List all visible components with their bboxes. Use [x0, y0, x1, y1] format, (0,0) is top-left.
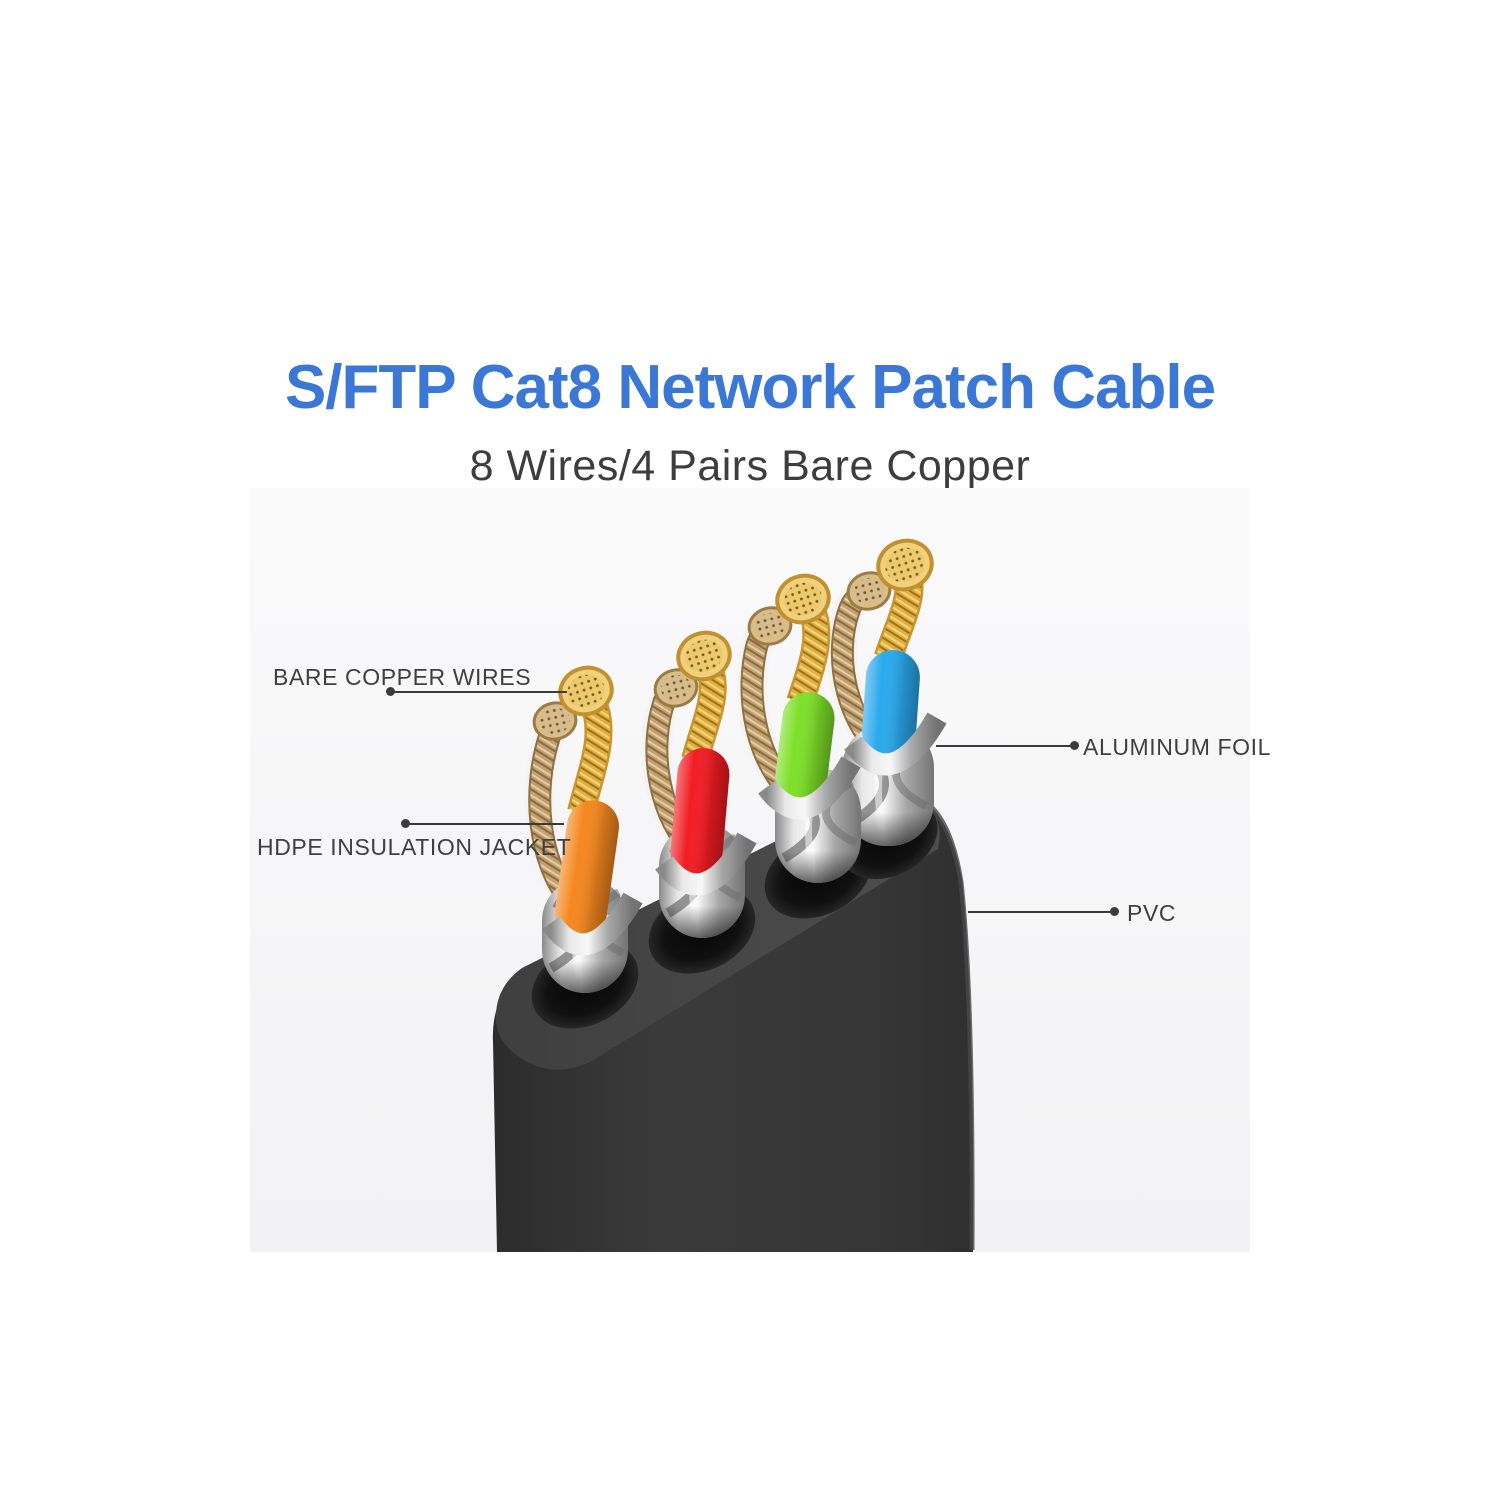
page-title: S/FTP Cat8 Network Patch Cable	[284, 353, 1216, 422]
leader-dot-bare-copper	[386, 687, 395, 696]
cable-edge-highlight	[928, 804, 975, 1251]
foil-front-wrap	[655, 832, 757, 896]
leader-dot-pvc	[1110, 907, 1119, 916]
label-aluminum-foil: ALUMINUM FOIL	[1083, 734, 1271, 760]
leader-line-pvc	[968, 911, 1115, 913]
foil-front-wrap	[758, 756, 861, 820]
sleeve-shading	[775, 692, 835, 802]
tan-wire-tip-strands	[540, 707, 570, 735]
wire-pair-4-blue	[826, 538, 947, 846]
wire-pair-3-green	[736, 573, 861, 883]
leader-dot-hdpe	[401, 819, 410, 828]
leader-line-hdpe	[406, 823, 564, 825]
wire-pair-1-orange	[524, 665, 643, 993]
leader-dot-aluminum-foil	[1070, 741, 1079, 750]
sleeve-shading	[862, 650, 920, 758]
copper-wire-tip-strands	[685, 639, 723, 673]
wire-pair-2-red	[641, 630, 757, 938]
sleeve-shading	[555, 800, 619, 938]
copper-wire-tip-strands	[885, 547, 925, 583]
label-pvc: PVC	[1127, 900, 1177, 926]
leader-line-aluminum-foil	[936, 745, 1074, 747]
page-subtitle: 8 Wires/4 Pairs Bare Copper	[469, 442, 1031, 490]
tan-wire-tip-strands	[661, 674, 691, 702]
copper-wire-tip-strands	[567, 674, 605, 708]
foil-front-wrap	[542, 892, 643, 956]
tan-wire-tip-strands	[755, 612, 785, 640]
cable-jacket-body	[492, 791, 974, 1252]
label-bare-copper-wires: BARE COPPER WIRES	[273, 664, 532, 690]
tan-wire-tip-strands	[854, 577, 884, 605]
leader-line-bare-copper	[391, 691, 567, 693]
foil-front-wrap	[844, 712, 947, 776]
copper-wire-tip-strands	[784, 582, 822, 616]
sleeve-shading	[670, 748, 730, 878]
label-hdpe-insulation-jacket: HDPE INSULATION JACKET	[257, 834, 572, 860]
